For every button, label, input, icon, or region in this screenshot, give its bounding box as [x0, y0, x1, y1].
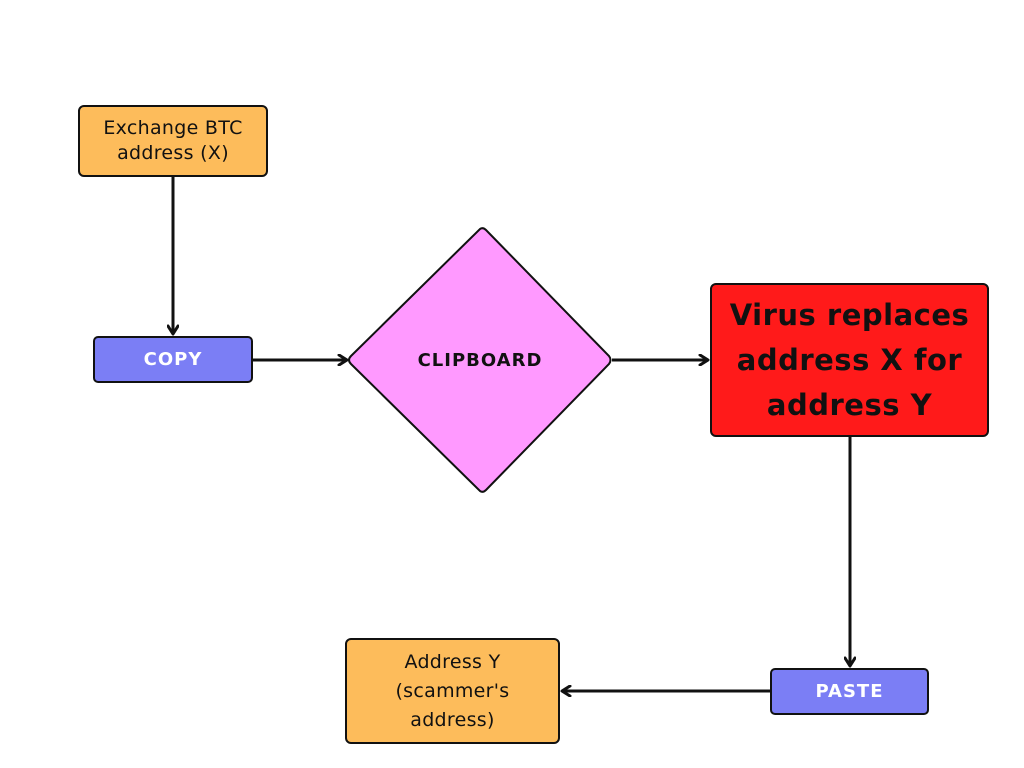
clipboard-label: CLIPBOARD	[417, 349, 543, 371]
clipboard-diamond	[348, 227, 612, 493]
exchange-btc-address-label: Exchange BTC address (X)	[103, 117, 243, 164]
copy-node: COPY	[93, 336, 253, 383]
scammer-address-label: Address Y (scammer's address)	[395, 650, 510, 731]
virus-node: Virus replaces address X for address Y	[710, 283, 989, 437]
copy-label: COPY	[143, 349, 203, 370]
paste-label: PASTE	[815, 681, 884, 702]
paste-node: PASTE	[770, 668, 929, 715]
virus-label: Virus replaces address X for address Y	[729, 297, 970, 422]
exchange-btc-address-node: Exchange BTC address (X)	[78, 105, 268, 177]
scammer-address-node: Address Y (scammer's address)	[345, 638, 560, 744]
